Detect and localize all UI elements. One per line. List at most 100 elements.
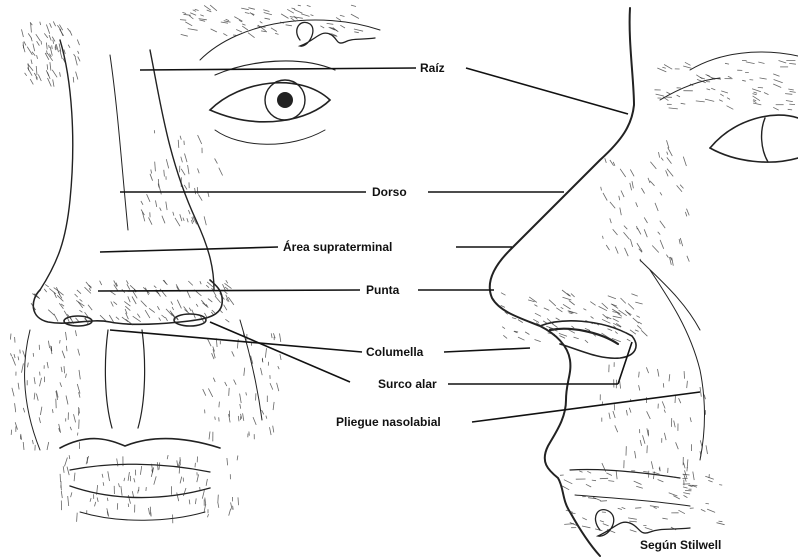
ink-hatch-stroke [52, 70, 57, 78]
ink-hatch-stroke [719, 521, 723, 522]
ink-hatch-stroke [149, 508, 150, 515]
ink-hatch-stroke [68, 45, 70, 48]
ink-hatch-stroke [206, 479, 207, 486]
ink-hatch-stroke [22, 363, 24, 372]
ink-hatch-stroke [683, 493, 690, 494]
ink-hatch-stroke [151, 170, 152, 174]
ink-hatch-stroke [215, 296, 221, 303]
ink-hatch-stroke [690, 417, 691, 422]
ink-hatch-stroke [197, 474, 199, 482]
ink-hatch-stroke [187, 291, 190, 298]
ink-hatch-stroke [95, 502, 96, 507]
ink-hatch-stroke [774, 80, 783, 83]
ink-hatch-stroke [36, 394, 38, 401]
ink-hatch-stroke [639, 322, 642, 324]
ink-hatch-stroke [31, 23, 32, 33]
ink-hatch-stroke [351, 5, 356, 6]
ink-hatch-stroke [223, 34, 227, 36]
ink-hatch-stroke [752, 89, 761, 92]
ink-hatch-stroke [80, 299, 83, 301]
ink-hatch-stroke [619, 196, 620, 200]
ink-hatch-stroke [687, 256, 689, 262]
ink-hatch-stroke [196, 304, 198, 307]
ink-hatch-stroke [75, 57, 77, 65]
ink-hatch-stroke [12, 388, 14, 397]
ink-hatch-stroke [592, 480, 596, 481]
ink-hatch-stroke [705, 476, 714, 479]
ink-hatch-stroke [518, 320, 523, 323]
ink-hatch-stroke [647, 411, 651, 419]
ink-hatch-stroke [706, 503, 709, 504]
artist-signature-top [297, 22, 375, 46]
ink-hatch-stroke [103, 482, 104, 486]
ink-hatch-stroke [12, 357, 15, 366]
ink-hatch-stroke [659, 152, 660, 158]
ink-hatch-stroke [662, 401, 665, 408]
ink-hatch-stroke [655, 203, 658, 211]
ink-hatch-stroke [571, 326, 574, 328]
ink-hatch-stroke [643, 471, 648, 472]
ink-hatch-stroke [27, 47, 32, 55]
ink-hatch-stroke [773, 74, 779, 76]
ink-hatch-stroke [620, 169, 626, 177]
ink-hatch-stroke [244, 368, 245, 376]
ink-hatch-stroke [145, 310, 150, 318]
ink-hatch-stroke [742, 80, 746, 81]
ink-hatch-stroke [700, 387, 701, 397]
ink-hatch-stroke [79, 370, 80, 379]
ink-hatch-stroke [667, 152, 668, 155]
ink-hatch-stroke [676, 442, 679, 449]
ink-hatch-stroke [700, 440, 702, 446]
ink-hatch-stroke [22, 29, 24, 37]
ink-hatch-stroke [180, 477, 182, 484]
ink-hatch-stroke [46, 25, 49, 34]
ink-hatch-stroke [119, 483, 120, 487]
ink-hatch-stroke [711, 88, 715, 90]
ink-hatch-stroke [277, 383, 279, 391]
ink-hatch-stroke [47, 50, 48, 54]
ink-hatch-stroke [260, 22, 263, 24]
ink-hatch-stroke [248, 8, 255, 10]
ink-hatch-stroke [157, 462, 158, 470]
ink-hatch-stroke [171, 301, 173, 304]
ink-hatch-stroke [253, 417, 256, 425]
ink-hatch-stroke [707, 509, 715, 512]
ink-hatch-stroke [669, 374, 670, 381]
ink-hatch-stroke [202, 490, 204, 499]
ink-hatch-stroke [760, 78, 767, 79]
ink-hatch-stroke [213, 378, 215, 382]
ink-hatch-stroke [720, 94, 724, 96]
ink-hatch-stroke [624, 232, 630, 239]
ink-hatch-stroke [660, 221, 665, 228]
ink-hatch-stroke [198, 169, 200, 174]
ink-hatch-stroke [615, 247, 618, 254]
ink-hatch-stroke [154, 476, 156, 484]
ink-hatch-stroke [503, 335, 507, 338]
ink-hatch-stroke [193, 10, 196, 12]
ink-hatch-stroke [661, 158, 663, 161]
ink-hatch-stroke [556, 318, 560, 320]
ink-hatch-stroke [40, 407, 42, 415]
ink-hatch-stroke [286, 25, 292, 26]
ink-hatch-stroke [626, 410, 627, 415]
ink-hatch-stroke [159, 462, 160, 469]
ink-hatch-stroke [37, 41, 40, 45]
ink-hatch-stroke [351, 14, 359, 18]
ink-hatch-stroke [49, 35, 51, 41]
ink-hatch-stroke [61, 491, 62, 498]
ink-hatch-stroke [225, 291, 228, 293]
ink-hatch-stroke [180, 214, 182, 221]
ink-hatch-stroke [68, 496, 69, 506]
ink-hatch-stroke [622, 507, 626, 508]
ink-hatch-stroke [47, 362, 48, 368]
ink-hatch-stroke [660, 192, 662, 195]
ink-hatch-stroke [77, 513, 78, 522]
ink-hatch-stroke [218, 495, 219, 503]
ink-hatch-stroke [15, 403, 16, 412]
ink-hatch-stroke [790, 91, 796, 92]
ink-hatch-stroke [261, 31, 267, 32]
ink-hatch-stroke [31, 38, 32, 41]
ink-hatch-stroke [708, 480, 712, 482]
ink-hatch-stroke [280, 333, 281, 342]
ink-hatch-stroke [265, 18, 271, 19]
